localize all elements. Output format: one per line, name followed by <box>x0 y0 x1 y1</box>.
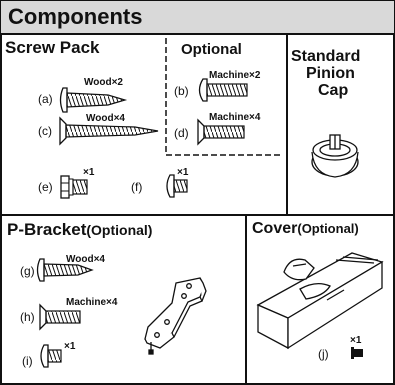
pinion-label-line2: Pinion <box>306 65 355 82</box>
screw-pack-heading: Screw Pack <box>5 38 100 57</box>
item-letter-i: (i) <box>22 354 33 368</box>
item-letter-g: (g) <box>20 264 35 278</box>
cover-heading-main: Cover <box>252 220 298 237</box>
header-band <box>1 1 394 34</box>
item-qty-d: Machine×4 <box>209 112 261 123</box>
item-letter-h: (h) <box>20 310 35 324</box>
item-qty-j: ×1 <box>350 335 362 346</box>
pinion-label-line1: Standard <box>291 48 361 65</box>
item-letter-d: (d) <box>174 126 189 140</box>
pinion-label-line3: Cap <box>318 82 349 99</box>
cover-heading: Cover(Optional) <box>252 220 359 238</box>
machine-screw-b-icon <box>198 78 248 102</box>
machine-screw-d-icon <box>197 118 245 146</box>
item-qty-h: Machine×4 <box>66 297 118 308</box>
page-title: Components <box>8 4 143 29</box>
p-bracket-heading-sub: (Optional) <box>86 222 153 238</box>
machine-screw-h-icon <box>39 303 81 331</box>
machine-screw-f-icon <box>166 174 188 198</box>
item-qty-i: ×1 <box>64 341 76 352</box>
cover-cap-icon <box>283 258 315 281</box>
cover-icon <box>256 252 384 350</box>
machine-screw-i-icon <box>40 344 62 368</box>
hex-bolt-e-icon <box>60 175 88 199</box>
wood-screw-c-icon <box>59 116 159 146</box>
optional-heading: Optional <box>181 41 242 58</box>
item-letter-f: (f) <box>131 180 143 194</box>
p-bracket-heading-main: P-Bracket <box>7 220 87 239</box>
item-letter-e: (e) <box>38 180 53 194</box>
pinion-cap-icon <box>311 134 359 178</box>
item-qty-c: Wood×4 <box>86 113 125 124</box>
item-qty-b: Machine×2 <box>209 70 261 81</box>
item-qty-g: Wood×4 <box>66 254 105 265</box>
item-letter-j: (j) <box>318 347 329 361</box>
item-qty-e: ×1 <box>83 167 95 178</box>
item-qty-f: ×1 <box>177 167 189 178</box>
cover-heading-sub: (Optional) <box>297 221 359 236</box>
wood-screw-g-icon <box>36 258 94 282</box>
screw-j-icon <box>351 347 363 359</box>
item-qty-a: Wood×2 <box>84 77 123 88</box>
item-letter-a: (a) <box>38 92 53 106</box>
wood-screw-a-icon <box>59 87 128 113</box>
item-letter-b: (b) <box>174 84 189 98</box>
item-letter-c: (c) <box>38 124 52 138</box>
p-bracket-icon <box>144 277 207 355</box>
p-bracket-heading: P-Bracket(Optional) <box>7 220 152 240</box>
